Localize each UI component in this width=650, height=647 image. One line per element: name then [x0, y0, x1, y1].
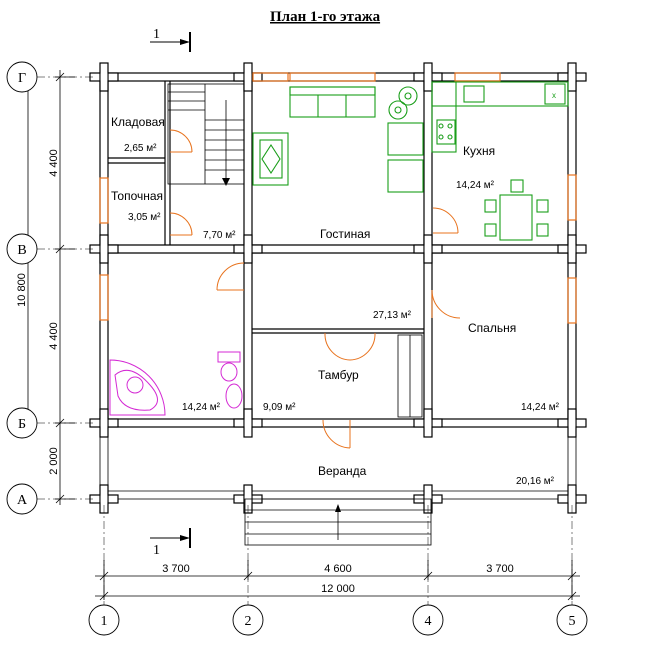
living-furniture: [252, 86, 424, 193]
log-joint-core: [100, 73, 108, 81]
axis-col-2: 2: [245, 614, 252, 629]
log-joint-core: [424, 419, 432, 427]
room-storage-area: 2,65 м²: [124, 143, 157, 154]
room-kitchen-area: 14,24 м²: [456, 180, 495, 191]
dim-v2: 4 400: [48, 322, 60, 350]
room-bedroom-area: 14,24 м²: [521, 402, 560, 413]
room-veranda-area: 20,16 м²: [516, 476, 555, 487]
dim-v1: 4 400: [48, 149, 60, 177]
log-joint-core: [244, 73, 252, 81]
room-storage-name: Кладовая: [111, 115, 165, 129]
room-labels: Кладовая 2,65 м² Топочная 3,05 м² 7,70 м…: [111, 115, 560, 487]
vertical-dimensions: 4 400 4 400 2 000 10 800: [16, 70, 75, 505]
doors: [169, 129, 461, 449]
room-kitchen-name: Кухня: [463, 144, 495, 158]
room-stairhall-area: 7,70 м²: [203, 230, 236, 241]
log-joint-core: [100, 419, 108, 427]
dim-h-total: 12 000: [321, 583, 355, 595]
dim-v-total: 10 800: [16, 273, 28, 307]
axis-row-b: Б: [18, 417, 26, 432]
horizontal-dimensions: 3 700 4 600 3 700 12 000: [95, 560, 580, 601]
porch-steps: [244, 498, 432, 546]
wardrobe: [397, 334, 423, 418]
room-vestibule-area: 9,09 м²: [263, 402, 296, 413]
svg-text:x: x: [552, 91, 556, 100]
room-bathroom-area: 14,24 м²: [182, 402, 221, 413]
axis-col-5: 5: [569, 614, 576, 629]
log-joint-core: [244, 245, 252, 253]
axis-lines: [37, 76, 573, 605]
log-joint-core: [568, 419, 576, 427]
bathroom-fixtures: [109, 351, 243, 416]
axis-col-1: 1: [101, 614, 108, 629]
log-joint-core: [424, 245, 432, 253]
log-joint-core: [568, 73, 576, 81]
dim-h3: 3 700: [486, 563, 514, 575]
dim-h1: 3 700: [162, 563, 190, 575]
axis-row-v: В: [17, 243, 26, 258]
room-living-area: 27,13 м²: [373, 310, 412, 321]
log-joint-core: [568, 245, 576, 253]
room-boiler-name: Топочная: [111, 189, 163, 203]
log-joint-core: [424, 73, 432, 81]
axis-bubbles: Г В Б А 1 2 4 5: [6, 61, 588, 636]
axis-col-4: 4: [425, 614, 432, 629]
room-veranda-name: Веранда: [318, 464, 367, 478]
walls: [99, 72, 577, 500]
kitchen-furniture: x: [431, 81, 569, 241]
room-living-name: Гостиная: [320, 227, 370, 241]
section-label-top: 1: [153, 27, 160, 42]
stairs: [167, 83, 245, 186]
section-mark-bottom: 1: [150, 528, 191, 558]
room-vestibule-name: Тамбур: [318, 368, 359, 382]
section-mark-top: 1: [150, 27, 191, 52]
dim-h2: 4 600: [324, 563, 352, 575]
room-bedroom-name: Спальня: [468, 321, 516, 335]
room-boiler-area: 3,05 м²: [128, 212, 161, 223]
axis-row-g: Г: [18, 71, 26, 86]
dim-v3: 2 000: [48, 447, 60, 475]
plan-title: План 1-го этажа: [270, 9, 381, 25]
section-label-bottom: 1: [153, 543, 160, 558]
windows: [99, 72, 577, 324]
log-joint-core: [244, 419, 252, 427]
log-joint-core: [568, 495, 576, 503]
log-joint-core: [100, 495, 108, 503]
log-joint-core: [100, 245, 108, 253]
axis-row-a: А: [17, 493, 28, 508]
